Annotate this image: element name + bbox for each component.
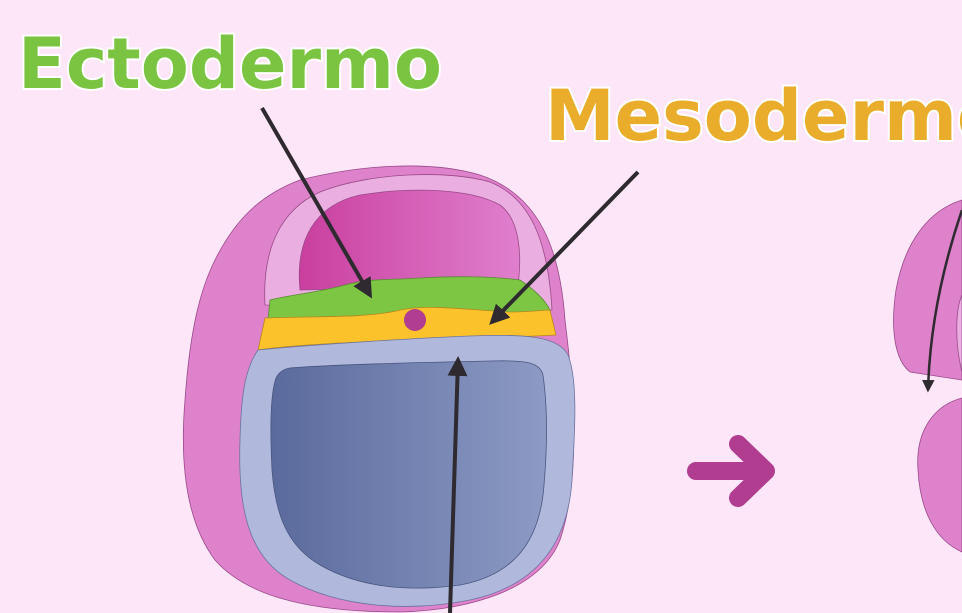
next-stage-lower-lobe: [917, 397, 962, 553]
mesoderm-label: Mesodermo: [545, 75, 962, 157]
mesoderm-pointer-arrow: [489, 170, 640, 325]
ectoderm-label: Ectodermo: [18, 23, 442, 105]
next-stage-upper-lobe: [893, 199, 962, 381]
ectoderm-pointer-arrow: [260, 106, 373, 299]
next-stage-curved-arrow: [922, 209, 962, 393]
endoderm-pointer-arrow: [447, 356, 468, 613]
notochord-dot: [404, 309, 426, 331]
yolk-sac-cavity: [270, 360, 547, 589]
right-arrow-icon: [687, 435, 775, 507]
